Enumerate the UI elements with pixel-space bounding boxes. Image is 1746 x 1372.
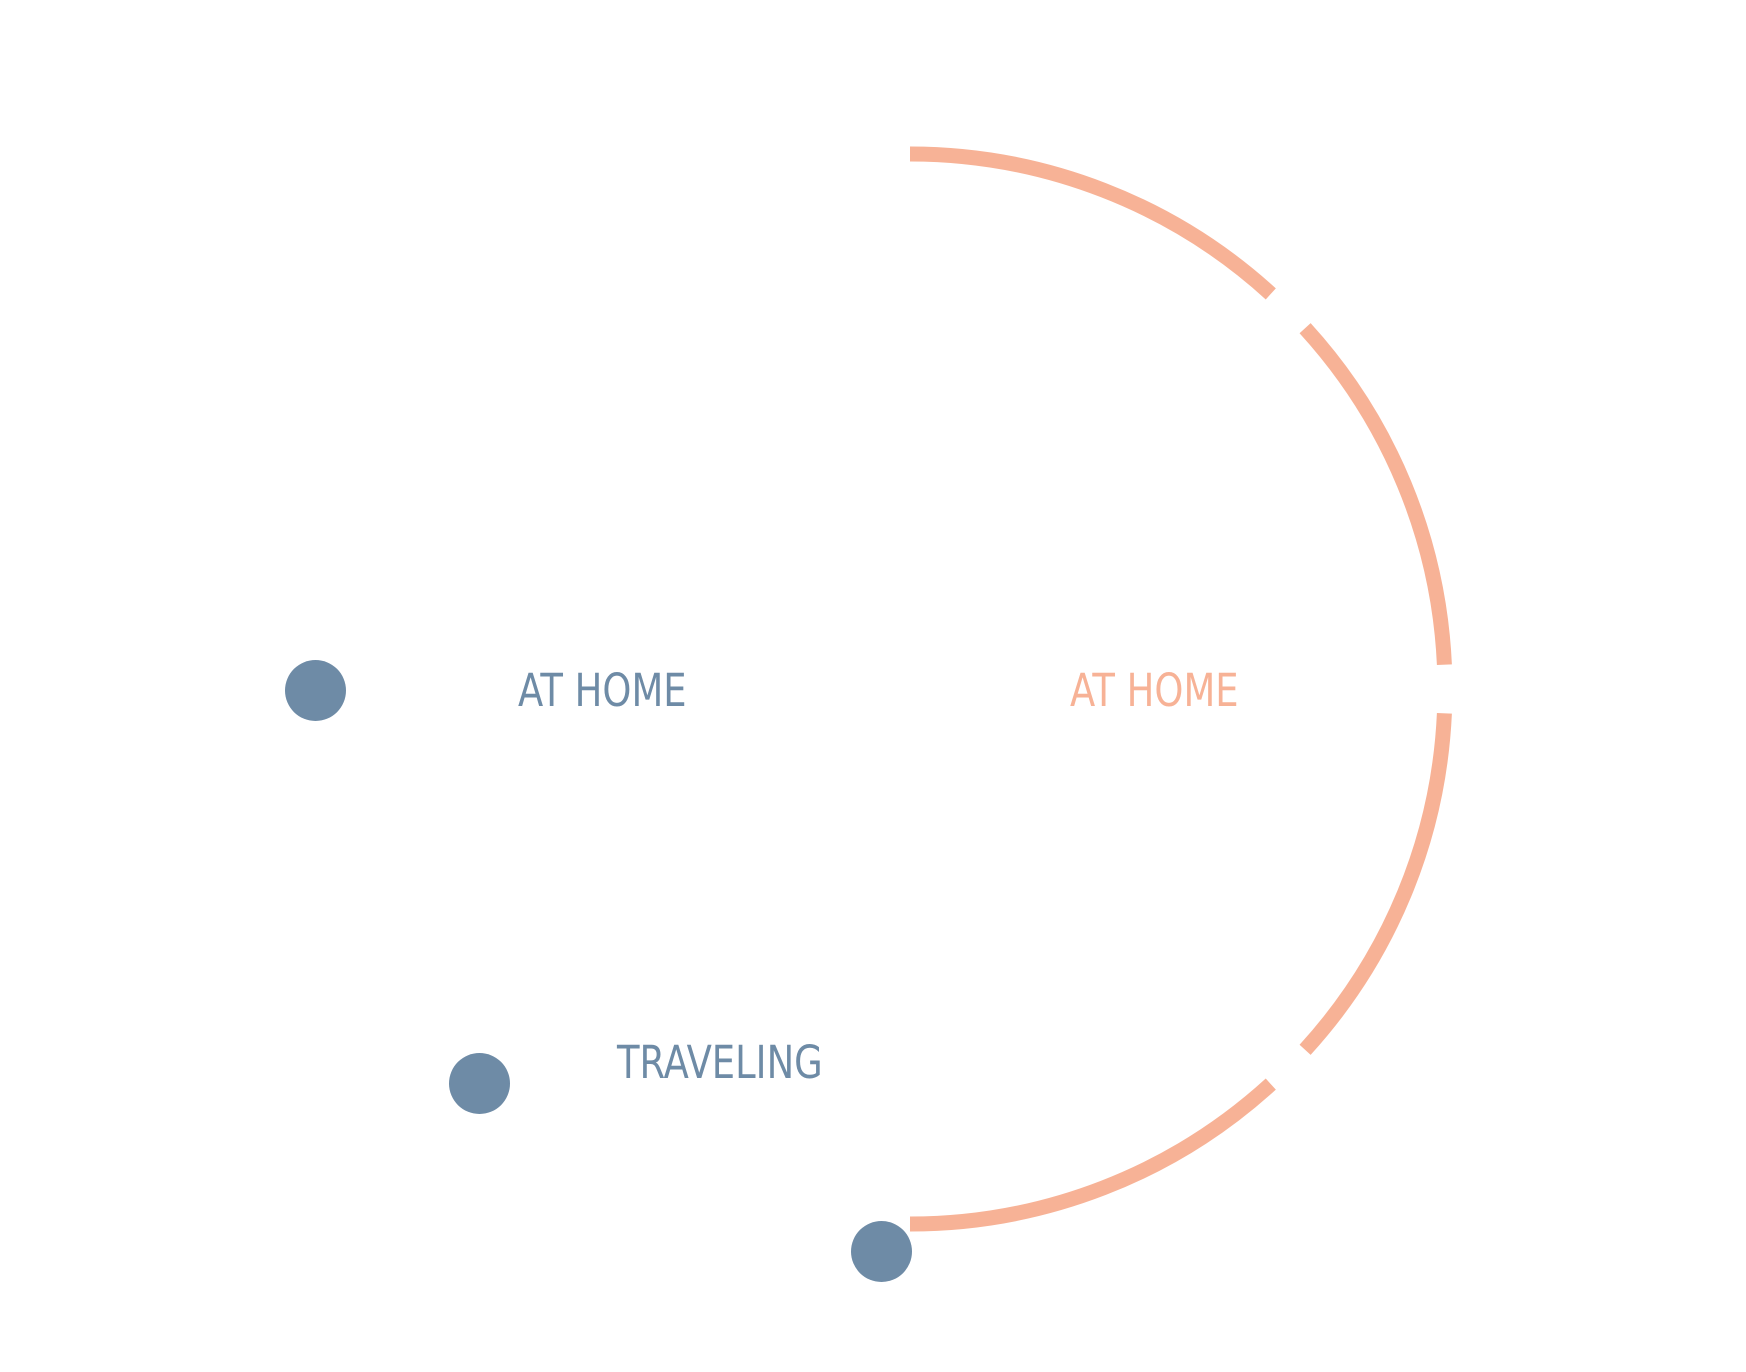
orbit-end-dot bbox=[851, 1221, 912, 1282]
label-traveling: TRAVELING bbox=[617, 1036, 823, 1089]
status-dot-at-home bbox=[285, 660, 346, 721]
orbit-arc-segment bbox=[909, 146, 1276, 300]
status-dot-traveling bbox=[449, 1053, 510, 1114]
orbit-arc-segment bbox=[909, 1078, 1276, 1232]
orbit-arc-segment bbox=[1299, 323, 1452, 666]
label-at-home-right: AT HOME bbox=[1070, 664, 1239, 717]
label-at-home-left: AT HOME bbox=[518, 664, 687, 717]
orbit-arc-segment bbox=[1299, 712, 1452, 1055]
orbit-arc bbox=[909, 146, 1452, 1232]
